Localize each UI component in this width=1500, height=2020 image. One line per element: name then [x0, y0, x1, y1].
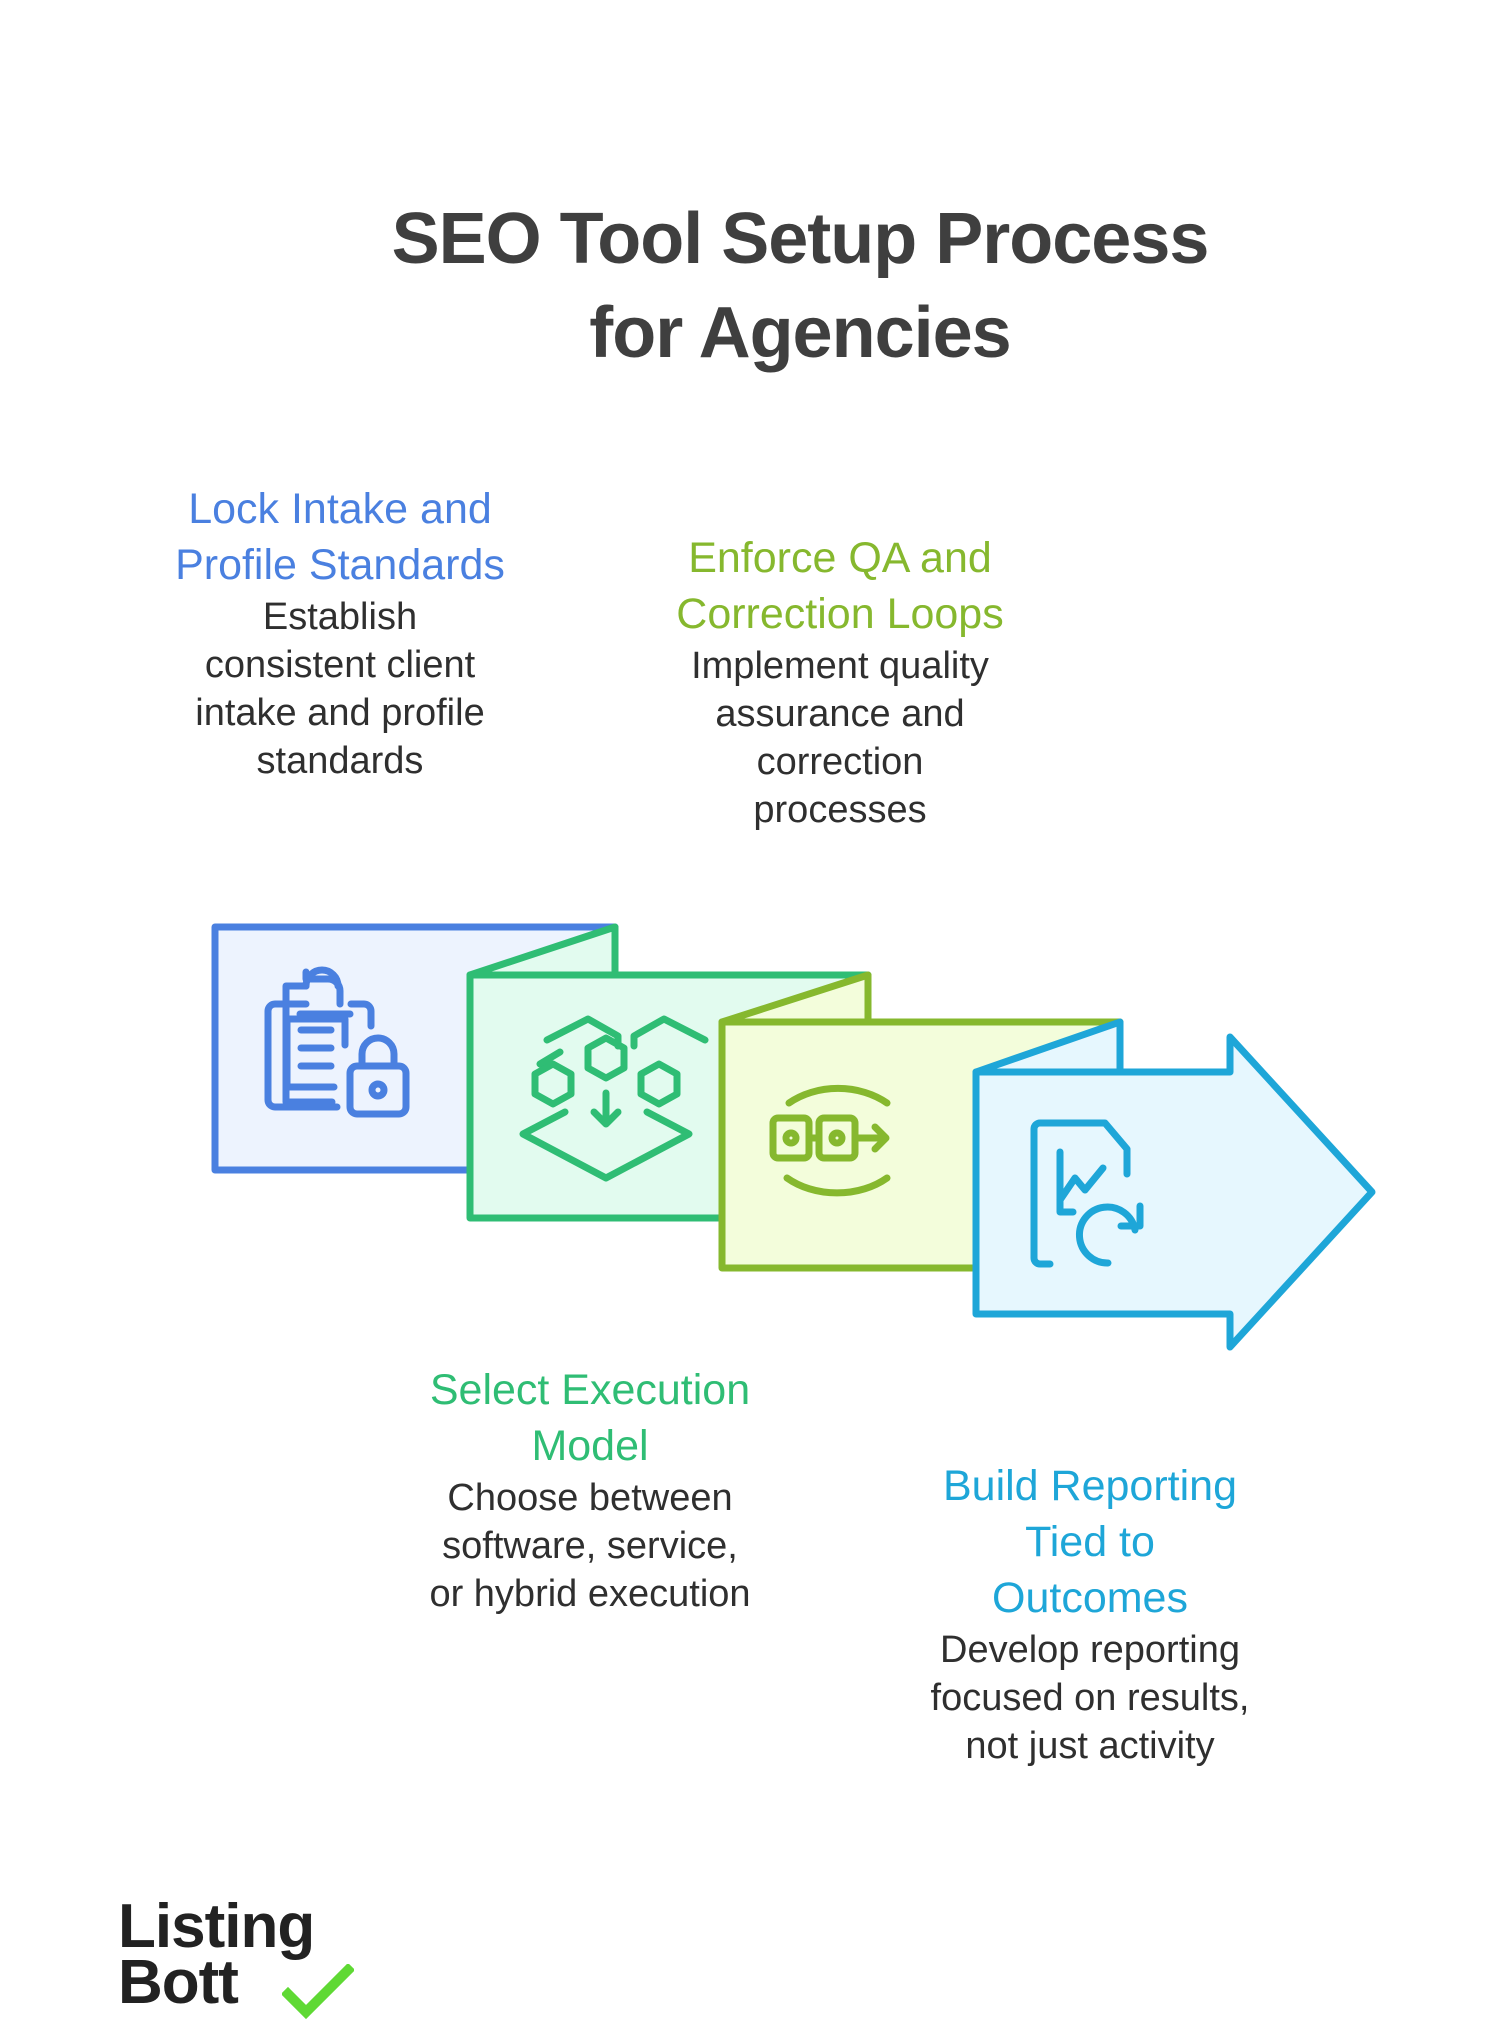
title-line-1: SEO Tool Setup Process: [391, 199, 1210, 279]
logo-word-2: Bott: [118, 1948, 239, 2017]
review-cycle-icon: [769, 1084, 891, 1197]
hexagon-network-download-icon: [519, 1015, 709, 1182]
step-4-description: Develop reporting focused on results, no…: [930, 1629, 1250, 1767]
step-2-description: Choose between software, service, or hyb…: [429, 1477, 751, 1615]
step-4-label: Build Reporting Tied to Outcomes Develop…: [880, 1458, 1300, 1770]
step-1-heading: Lock Intake and Profile Standards: [175, 485, 505, 589]
page-title: SEO Tool Setup Process for Agencies: [250, 192, 1350, 380]
title-line-2: for Agencies: [589, 293, 1011, 373]
listingbott-logo: Listing Bott: [118, 1892, 358, 2020]
checkmark-icon: [282, 1964, 354, 2020]
step-3-heading: Enforce QA and Correction Loops: [676, 534, 1004, 638]
step-2-heading: Select Execution Model: [429, 1366, 751, 1470]
step-2-label: Select Execution Model Choose between so…: [380, 1362, 800, 1618]
step-3-description: Implement quality assurance and correcti…: [691, 645, 989, 831]
step-3-label: Enforce QA and Correction Loops Implemen…: [630, 530, 1050, 834]
step-1-label: Lock Intake and Profile Standards Establ…: [130, 481, 550, 785]
step-1-description: Establish consistent client intake and p…: [195, 596, 485, 782]
step-4-panel: [972, 1018, 1376, 1351]
logo-word-1: Listing: [118, 1892, 315, 1961]
clipboard-lock-icon: [264, 966, 410, 1118]
report-chart-refresh-icon: [1030, 1119, 1144, 1268]
step-4-heading: Build Reporting Tied to Outcomes: [942, 1462, 1237, 1622]
